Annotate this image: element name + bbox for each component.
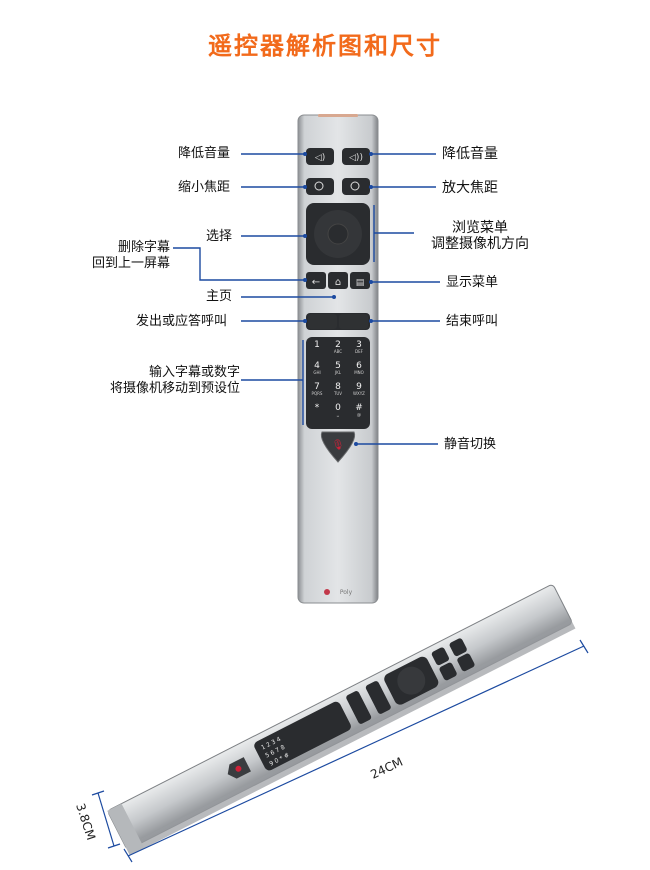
label-select: 选择	[206, 229, 233, 244]
vol-up-button[interactable]	[342, 148, 370, 165]
keypad-key-sub-1: ABC	[334, 349, 342, 354]
call-button[interactable]	[308, 314, 337, 329]
select-button[interactable]	[327, 223, 349, 245]
label-browse-line1: 浏览菜单	[452, 220, 508, 236]
keypad-key-sub-6: PQRS	[312, 391, 323, 396]
keypad-key-sub-11: @	[357, 412, 361, 417]
logo-mark-icon	[324, 589, 330, 595]
label-delete-line2: 回到上一屏幕	[91, 256, 170, 271]
label-browse-line2: 调整摄像机方向	[431, 236, 529, 252]
keypad-area	[306, 337, 370, 429]
length-label: 24CM	[368, 755, 405, 782]
remote-top-accent	[318, 114, 358, 117]
length-dimension-line	[127, 645, 585, 857]
menu-button[interactable]	[350, 272, 370, 289]
angled-vol-down[interactable]	[449, 637, 468, 657]
mute-button[interactable]	[320, 431, 356, 463]
keypad-key-sub-8: WXYZ	[353, 391, 365, 396]
back-arrow-icon: ←	[312, 277, 320, 288]
keypad-key-sub-5: MNO	[354, 370, 364, 375]
zoom-in-button[interactable]	[342, 178, 370, 195]
callout-lines	[173, 153, 440, 445]
keypad-key-1[interactable]: 2	[335, 340, 341, 350]
brand-logo: Poly	[340, 589, 353, 596]
remote-angled-side	[125, 619, 576, 856]
keypad-key-0[interactable]: 1	[314, 340, 320, 350]
angled-keypad[interactable]	[253, 700, 353, 772]
mic-mute-icon: 🎙	[332, 439, 345, 451]
keypad-key-2[interactable]: 3	[356, 340, 362, 350]
keypad-key-5[interactable]: 6	[356, 361, 362, 371]
angled-zoom-in[interactable]	[438, 662, 457, 682]
page-title: 遥控器解析图和尺寸	[208, 32, 442, 60]
keypad-key-8[interactable]: 9	[356, 382, 362, 392]
label-delete-line1: 删除字幕	[117, 240, 170, 255]
angled-zoom-out[interactable]	[431, 646, 450, 666]
keypad-key-7[interactable]: 8	[335, 382, 341, 392]
label-zoom-in: 放大焦距	[442, 180, 498, 196]
vol-down-button[interactable]	[306, 148, 334, 165]
home-icon: ⌂	[335, 277, 341, 288]
keypad-key-10[interactable]: 0	[335, 403, 341, 413]
angled-mic-icon	[235, 765, 242, 772]
keypad-key-sub-7: TUV	[333, 391, 342, 396]
angled-nav-keys[interactable]	[365, 680, 392, 715]
angled-vol-up[interactable]	[456, 653, 475, 673]
keypad-key-sub-2: DEF	[355, 349, 364, 354]
label-delete: 删除字幕 回到上一屏幕	[82, 240, 170, 272]
hangup-button[interactable]	[339, 314, 368, 329]
label-browse: 浏览菜单 调整摄像机方向	[420, 220, 540, 252]
width-label: 3.8CM	[73, 802, 98, 842]
label-menu: 显示菜单	[446, 275, 499, 290]
zoom-out-icon	[314, 181, 324, 191]
speaker-high-icon: ◁))	[349, 153, 363, 163]
keypad-key-6[interactable]: 7	[314, 382, 320, 392]
label-mute: 静音切换	[444, 437, 497, 452]
label-input-line1: 输入字幕或数字	[148, 365, 240, 380]
dimension-lines	[91, 639, 589, 863]
remote-angled-end	[107, 803, 145, 856]
callout-dots	[303, 152, 373, 446]
remote-angled-view: 1 2 3 4 5 6 7 8 9 0 * #	[107, 584, 576, 856]
keypad-key-3[interactable]: 4	[314, 361, 320, 371]
menu-icon: ▤	[356, 278, 365, 288]
label-input: 输入字幕或数字 将摄像机移动到预设位	[94, 365, 240, 397]
label-call: 发出或应答呼叫	[136, 314, 228, 329]
speaker-low-icon: ◁)	[315, 153, 325, 163]
keypad-key-11[interactable]: #	[355, 403, 363, 413]
keypad-key-4[interactable]: 5	[335, 361, 341, 371]
zoom-out-button[interactable]	[306, 178, 334, 195]
angled-call-bar[interactable]	[345, 690, 372, 725]
keypad-key-sub-3: GHI	[313, 370, 320, 375]
back-button[interactable]	[306, 272, 326, 289]
keypad-key-sub-10: ␣	[337, 412, 340, 417]
label-vol-down-left: 降低音量	[178, 146, 231, 161]
label-home: 主页	[206, 289, 233, 304]
keypad-key-9[interactable]: *	[315, 403, 320, 413]
home-button[interactable]	[328, 272, 348, 289]
label-hangup: 结束呼叫	[446, 314, 499, 329]
label-vol-down-right: 降低音量	[442, 146, 498, 162]
zoom-in-icon	[350, 181, 360, 191]
width-dimension-line	[97, 792, 115, 847]
label-zoom-out: 缩小焦距	[178, 180, 231, 195]
label-input-line2: 将摄像机移动到预设位	[109, 381, 240, 396]
keypad-key-sub-4: JKL	[334, 370, 342, 375]
angled-nav-ring[interactable]	[392, 662, 430, 700]
